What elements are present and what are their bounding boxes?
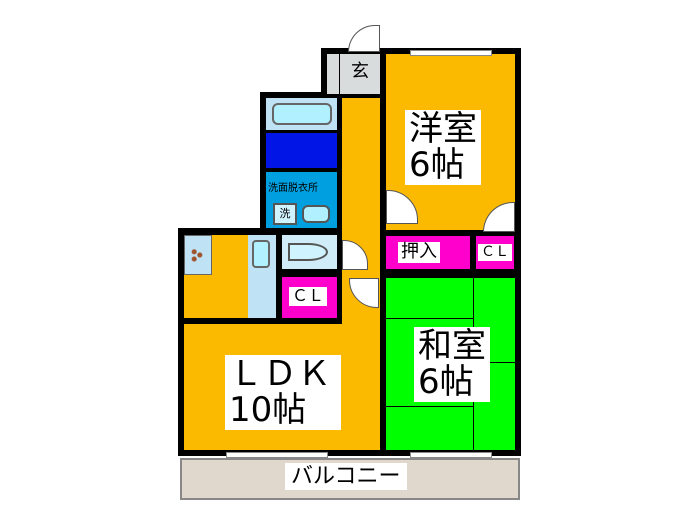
sink xyxy=(252,240,270,268)
window xyxy=(226,452,328,458)
japanese-room-size: 6帖 xyxy=(418,361,474,402)
oshiire-label: 押入 xyxy=(398,242,440,263)
window xyxy=(410,50,492,56)
entrance-door[interactable] xyxy=(348,25,380,52)
genkan xyxy=(340,54,380,94)
balcony-label: バルコニー xyxy=(285,463,407,491)
ldk-hall-join xyxy=(342,318,380,326)
western-room-size: 6帖 xyxy=(409,144,465,185)
ldk-size: 10帖 xyxy=(229,389,307,430)
burner-icon xyxy=(190,247,204,263)
washbasin xyxy=(302,205,330,223)
washroom-label: 洗面脱衣所 xyxy=(268,183,318,194)
washer: 洗 xyxy=(273,203,297,225)
bathtub xyxy=(272,103,332,125)
genkan-floor xyxy=(327,54,339,94)
bathroom xyxy=(266,133,337,168)
window xyxy=(410,452,492,458)
ldk-name: ＬＤＫ xyxy=(229,354,331,394)
toilet-icon xyxy=(288,243,328,261)
closet-1-label: ＣＬ xyxy=(289,287,328,306)
closet-2-label: ＣＬ xyxy=(478,244,512,261)
genkan-label: 玄 xyxy=(351,61,369,82)
western-room-name: 洋室 xyxy=(409,109,477,149)
japanese-room-name: 和室 xyxy=(418,326,486,366)
